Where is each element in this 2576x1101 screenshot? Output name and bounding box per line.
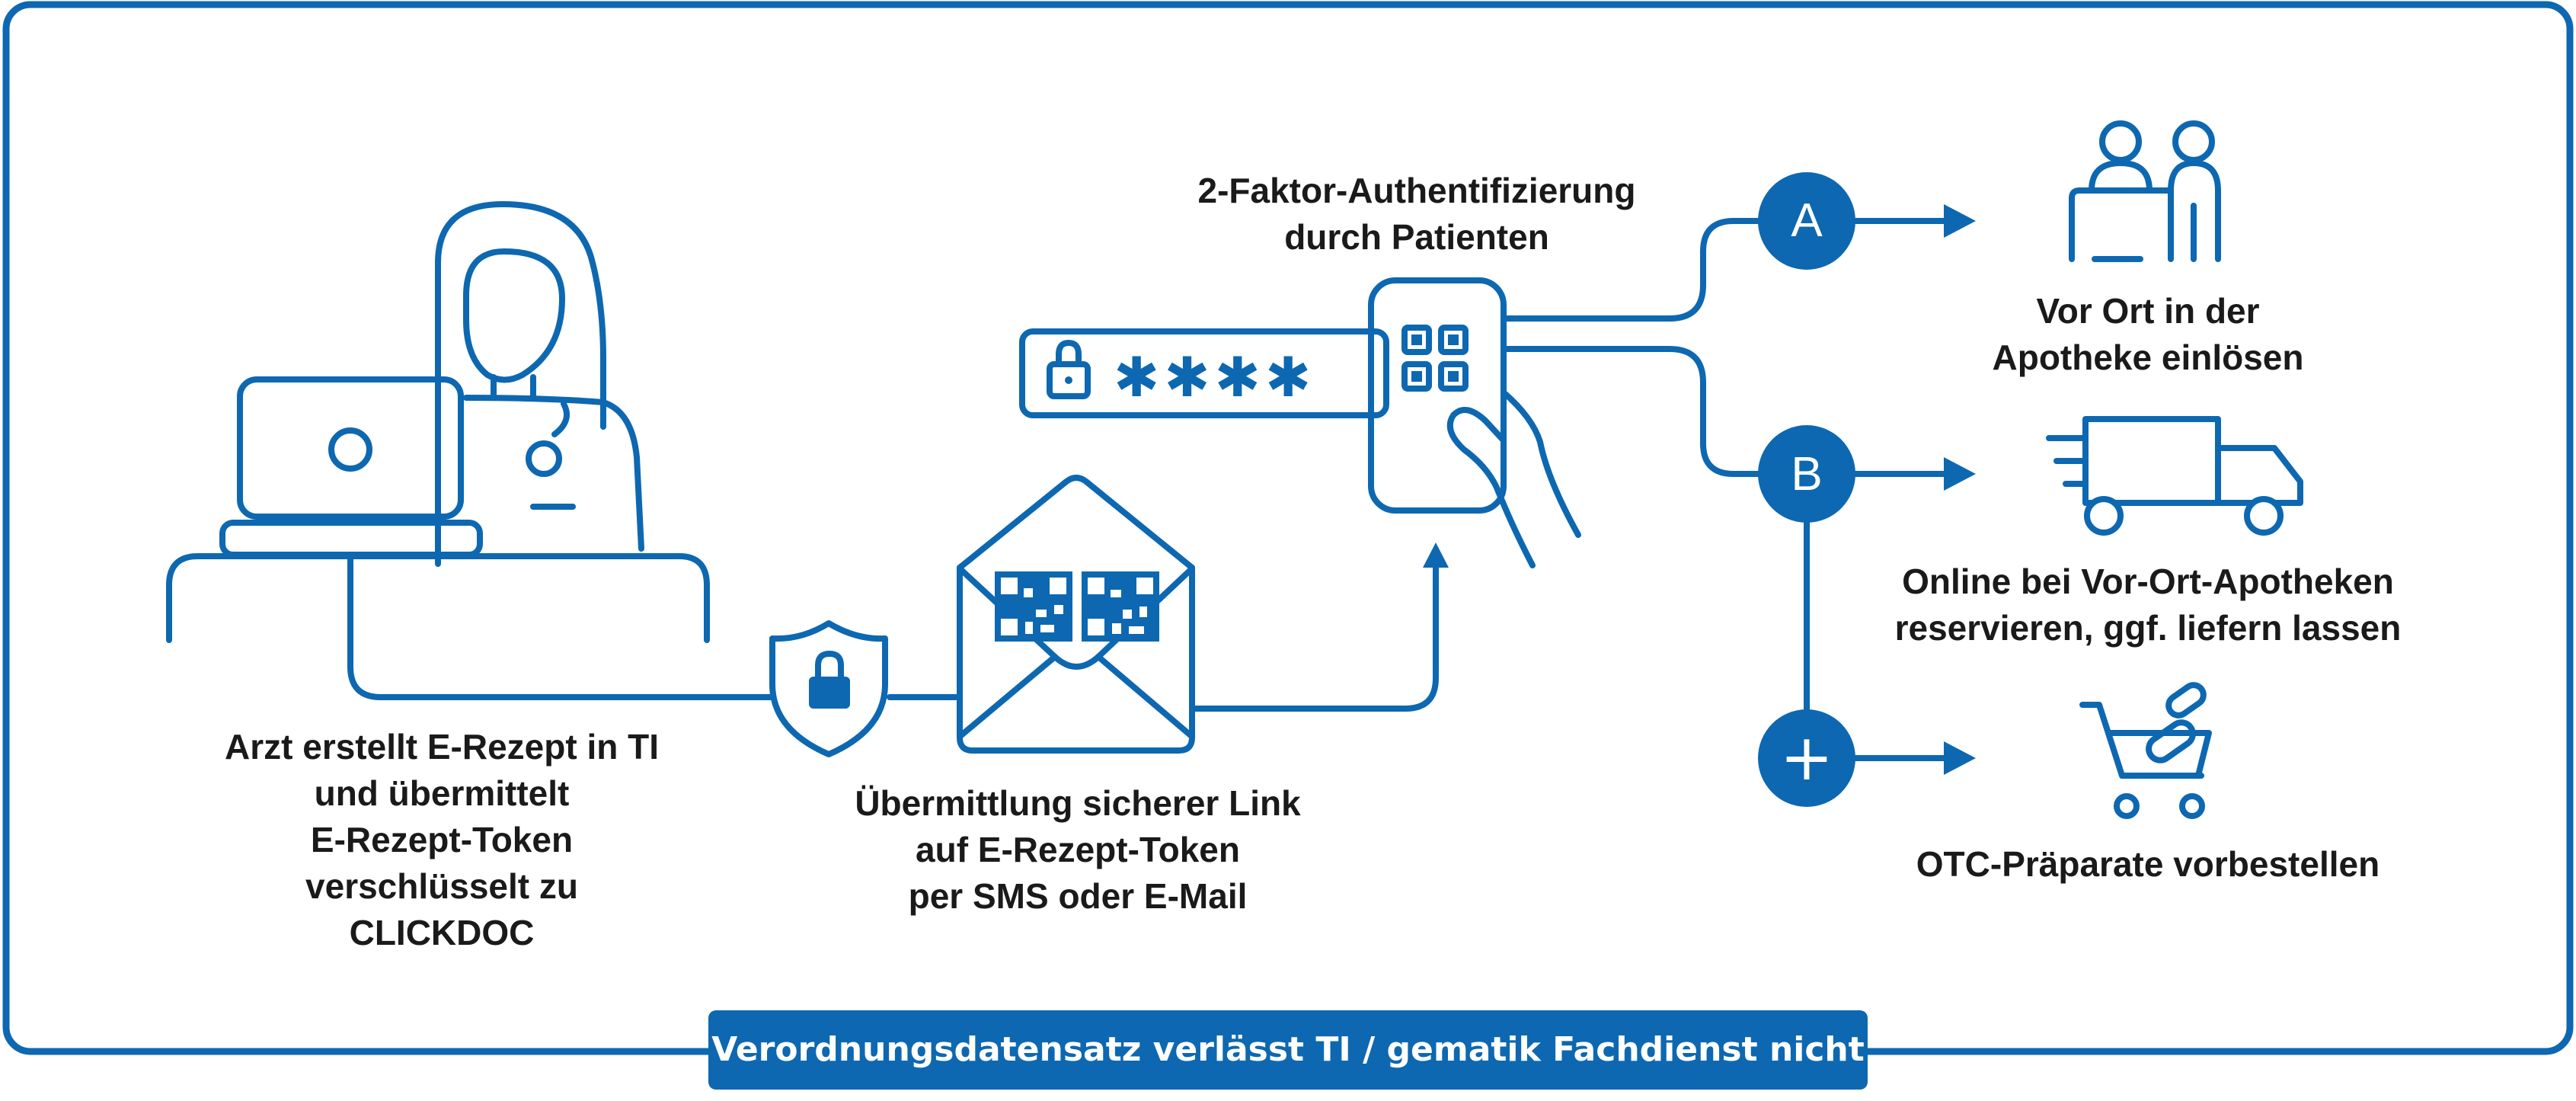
doctor-icon	[435, 201, 644, 567]
auth-caption-line-2: durch Patienten	[1284, 217, 1549, 257]
doctor-caption-line-5: CLICKDOC	[349, 913, 535, 952]
badge-plus-label: +	[1780, 720, 1833, 795]
envelope-qr-icon	[957, 475, 1195, 754]
badge-a-label: A	[1791, 194, 1823, 247]
option-a-caption-line-2: Apotheke einlösen	[1992, 338, 2304, 377]
option-b-caption-line-1: Online bei Vor-Ort-Apotheken	[1902, 562, 2394, 601]
option-plus-caption-line-1: OTC-Präparate vorbestellen	[1916, 844, 2380, 884]
option-a-caption-line-1: Vor Ort in der	[2036, 291, 2260, 331]
arrow-b	[1840, 457, 1976, 491]
laptop-icon	[219, 376, 483, 558]
smartphone-qr-icon	[1368, 277, 1581, 568]
desk-icon	[166, 553, 710, 643]
doctor-caption-line-2: und übermittelt	[314, 773, 570, 813]
password-mask: ✱✱✱✱	[1114, 345, 1315, 409]
arrow-plus	[1840, 741, 1976, 775]
branch-line-b	[1501, 346, 1770, 477]
shield-lock-icon	[769, 620, 888, 757]
badge-a: A	[1758, 172, 1855, 270]
auth-caption: 2-Faktor-Authentifizierung durch Patient…	[1135, 168, 1699, 261]
transmission-caption-line-3: per SMS oder E-Mail	[908, 876, 1248, 916]
option-b-caption: Online bei Vor-Ort-Apotheken reservieren…	[1813, 559, 2483, 651]
badge-b-label: B	[1791, 448, 1822, 501]
flow-line-doctor-to-phone	[347, 553, 1439, 712]
shopping-cart-pills-icon	[2079, 682, 2212, 819]
option-a-caption: Vor Ort in der Apotheke einlösen	[1889, 288, 2407, 381]
transmission-caption: Übermittlung sicherer Link auf E-Rezept-…	[781, 780, 1375, 920]
pharmacy-counter-icon	[2069, 120, 2221, 262]
password-field-icon: ✱✱✱✱	[1019, 328, 1389, 418]
branch-line-a	[1501, 218, 1770, 322]
transmission-caption-line-2: auf E-Rezept-Token	[916, 830, 1240, 869]
transmission-caption-line-1: Übermittlung sicherer Link	[855, 783, 1301, 823]
option-b-caption-line-2: reservieren, ggf. liefern lassen	[1894, 608, 2402, 648]
auth-caption-line-1: 2-Faktor-Authentifizierung	[1197, 171, 1636, 210]
doctor-caption: Arzt erstellt E-Rezept in TI und übermit…	[137, 724, 746, 956]
flow-arrowhead-up	[1423, 542, 1449, 568]
arrow-a	[1840, 204, 1976, 238]
option-plus-caption: OTC-Präparate vorbestellen	[1843, 841, 2453, 888]
badge-plus: +	[1758, 709, 1855, 807]
doctor-caption-line-1: Arzt erstellt E-Rezept in TI	[225, 727, 659, 767]
doctor-caption-line-3: E-Rezept-Token	[310, 820, 574, 859]
hand-icon	[1446, 389, 1581, 568]
footer-banner: Verordnungsdatensatz verlässt TI / gemat…	[708, 1010, 1868, 1090]
delivery-truck-icon	[2046, 416, 2303, 536]
doctor-caption-line-4: verschlüsselt zu	[305, 866, 578, 906]
badge-b: B	[1758, 425, 1855, 523]
